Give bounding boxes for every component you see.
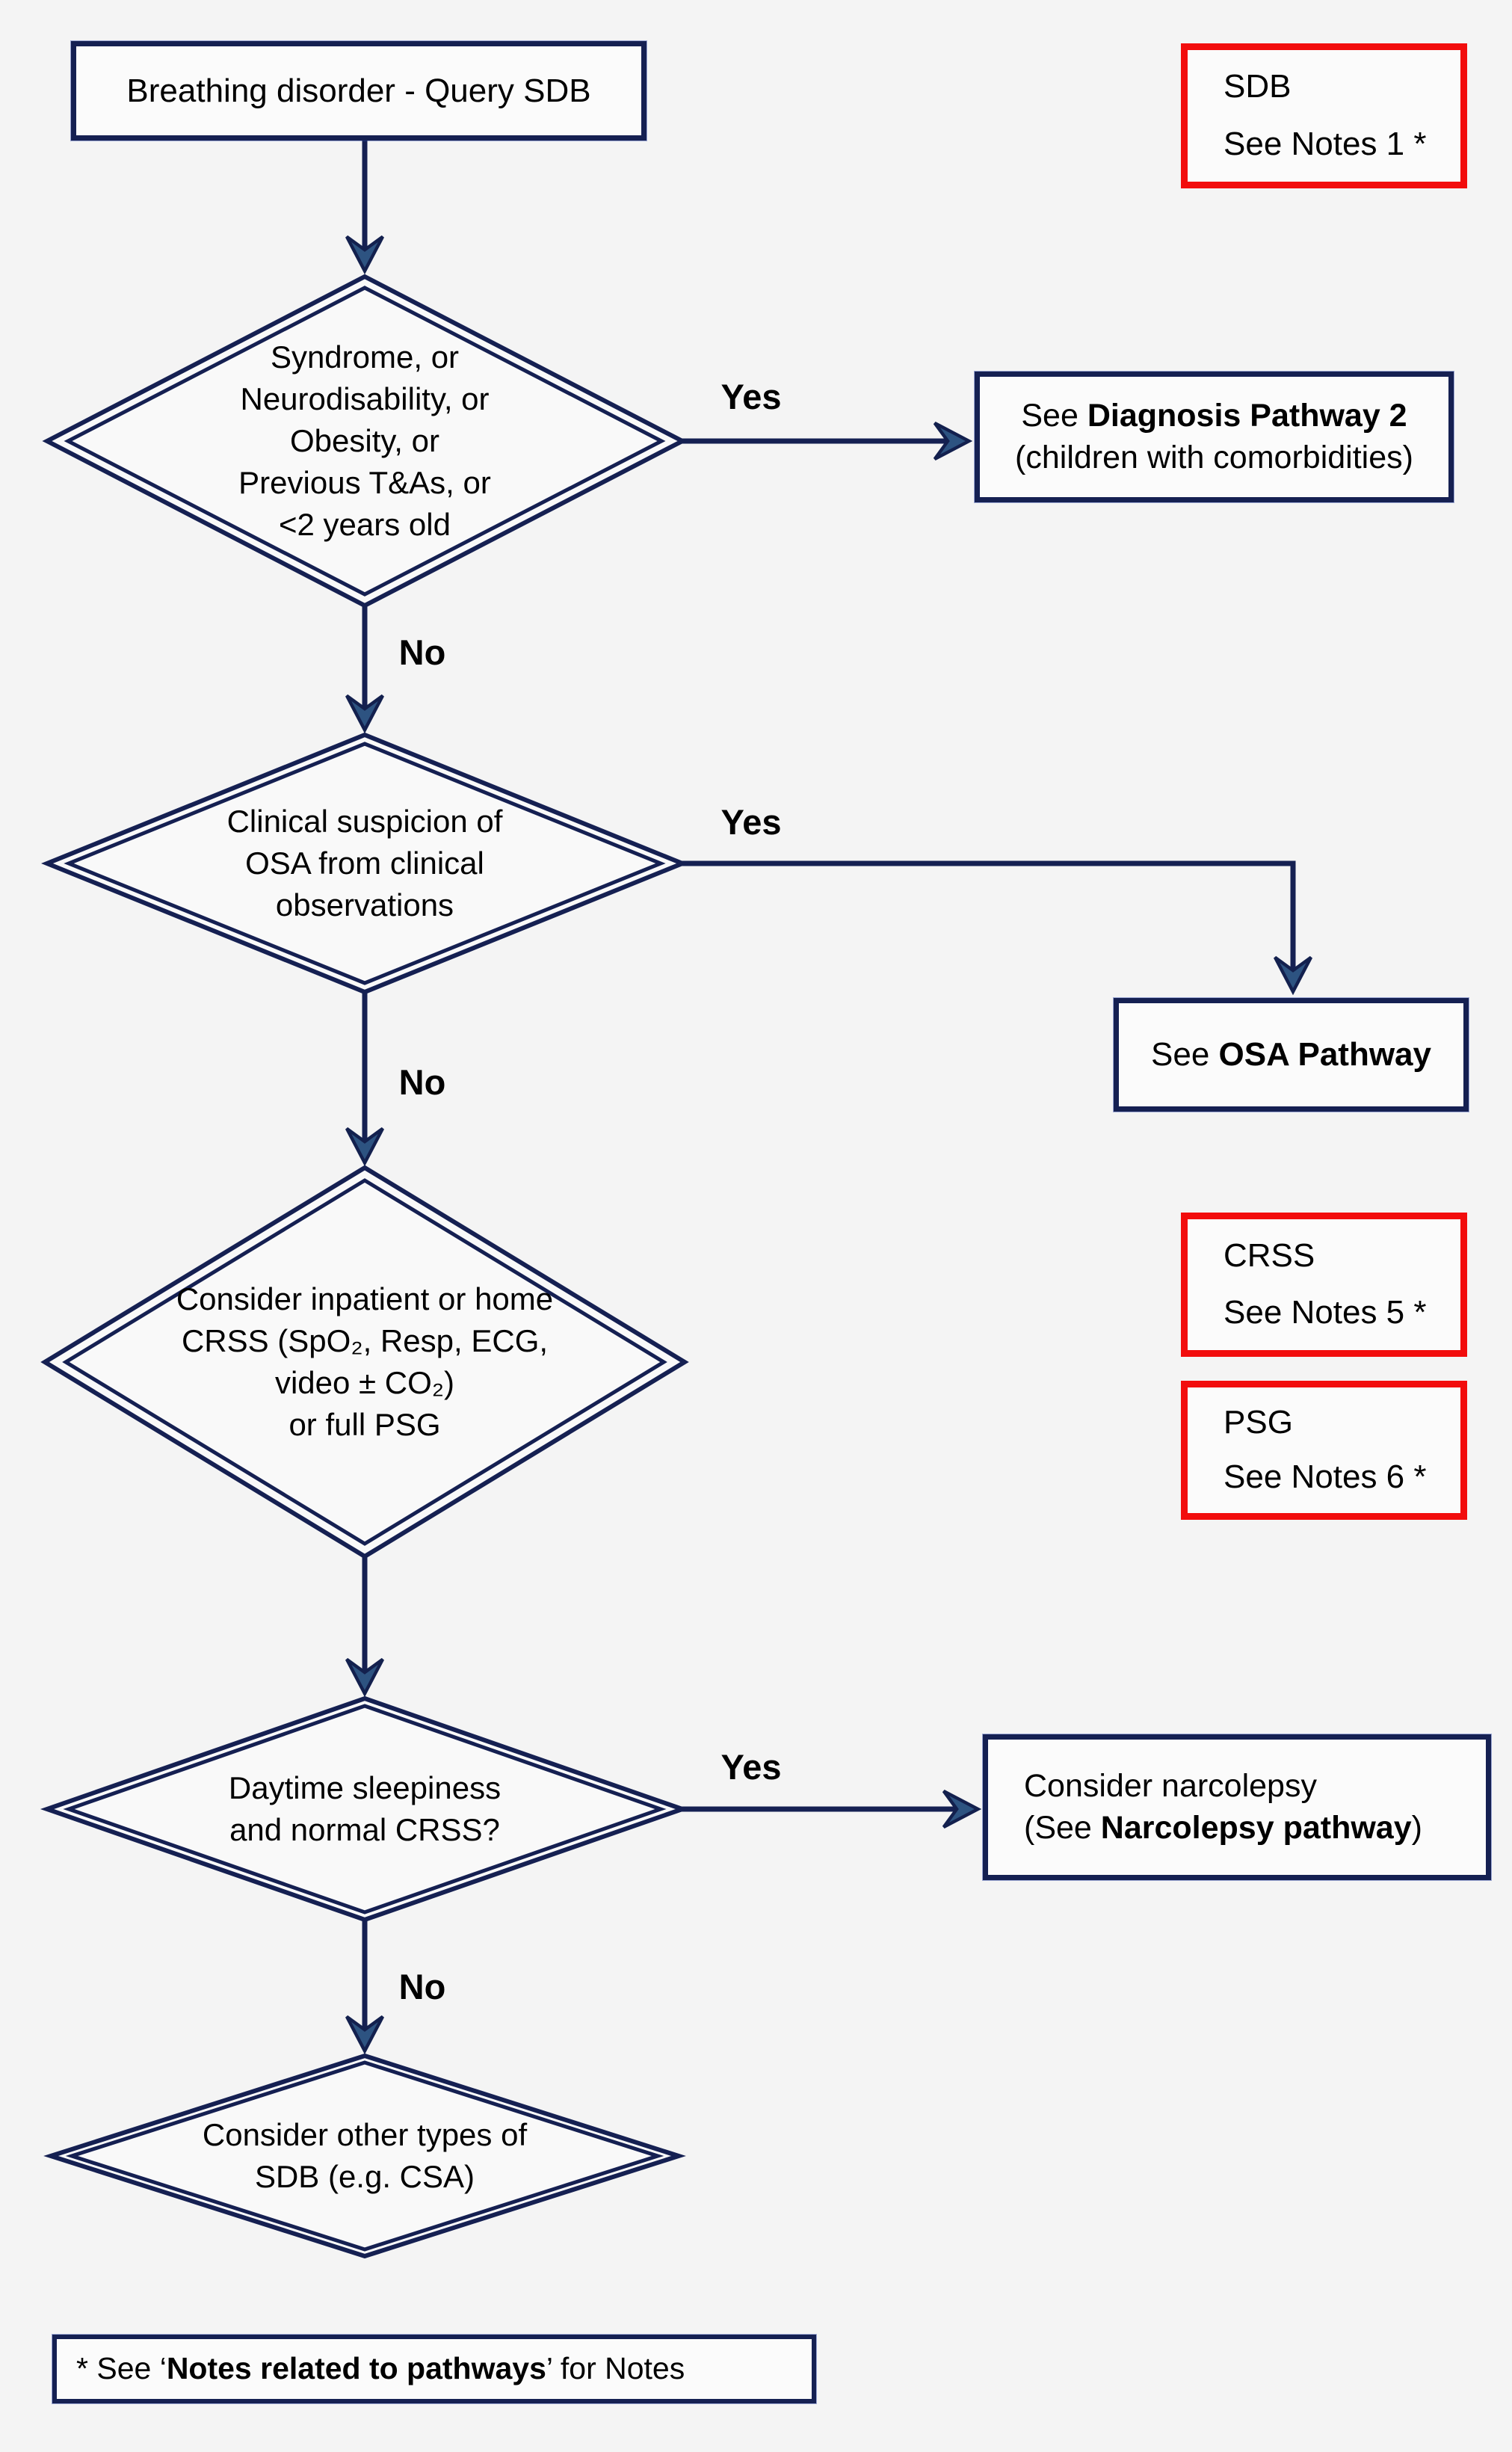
outcome-text-prefix: See (1151, 1036, 1219, 1073)
note-psg-text: See Notes 6 * (1224, 1458, 1427, 1496)
footnote-prefix: * See ‘ (76, 2351, 167, 2386)
note-crss-text: See Notes 5 * (1224, 1294, 1427, 1331)
edge-label-yes-3: Yes (720, 1747, 782, 1787)
decision-text: Daytime sleepiness and normal CRSS? (228, 1770, 502, 1847)
decision-diamond-daytime-sleepiness (40, 1695, 690, 1923)
outcome-box-osa-pathway: See OSA Pathway (1114, 998, 1469, 1112)
footnote-text: * See ‘Notes related to pathways’ for No… (76, 2349, 685, 2388)
outcome-box-narcolepsy: Consider narcolepsy (See Narcolepsy path… (983, 1734, 1491, 1880)
outcome-text-prefix: (See (1024, 1809, 1101, 1846)
edge-label-no-3: No (398, 1967, 446, 2006)
decision-text: Consider other types of SDB (e.g. CSA) (202, 2117, 528, 2194)
outcome-text-suffix: ) (1411, 1809, 1422, 1846)
outcome-text-prefix: See (1021, 397, 1087, 434)
outcome-box-diagnosis-pathway-2: See Diagnosis Pathway 2 (children with c… (975, 372, 1454, 502)
note-box-crss: CRSS See Notes 5 * (1181, 1213, 1467, 1357)
note-crss-title: CRSS (1224, 1237, 1315, 1275)
decision-diamond-other-sdb (43, 2053, 686, 2259)
footnote-bold: Notes related to pathways (166, 2351, 546, 2386)
decision-text-crss-psg: Consider inpatient or home CRSS (SpO₂, R… (103, 1220, 626, 1504)
decision-text: Consider inpatient or home CRSS (SpO₂, R… (176, 1281, 554, 1442)
decision-diamond-comorbidity (42, 274, 688, 609)
outcome-osa-text: See OSA Pathway (1151, 1033, 1431, 1076)
start-box-label: Breathing disorder - Query SDB (126, 72, 591, 109)
note-sdb-text: See Notes 1 * (1224, 125, 1427, 162)
note-box-psg: PSG See Notes 6 * (1181, 1381, 1467, 1520)
outcome-narcolepsy-text: Consider narcolepsy (See Narcolepsy path… (1024, 1766, 1422, 1849)
note-box-sdb: SDB See Notes 1 * (1181, 43, 1467, 188)
edge-label-no-1: No (398, 632, 446, 672)
outcome-diagnosis-text: See Diagnosis Pathway 2 (children with c… (1015, 395, 1413, 479)
outcome-text-line1: Consider narcolepsy (1024, 1767, 1317, 1804)
decision-text: Clinical suspicion of OSA from clinical … (226, 804, 503, 922)
decision-text-other-sdb: Consider other types of SDB (e.g. CSA) (141, 2089, 589, 2223)
footnote-suffix: ’ for Notes (546, 2351, 685, 2386)
outcome-text-bold: Diagnosis Pathway 2 (1087, 397, 1407, 434)
note-psg-title: PSG (1224, 1403, 1293, 1441)
arrow-d2-yes-elbow (682, 860, 1293, 987)
decision-text: Syndrome, or Neurodisability, or Obesity… (238, 339, 491, 542)
start-box: Breathing disorder - Query SDB (71, 41, 647, 141)
decision-diamond-crss-psg (40, 1165, 689, 1559)
decision-diamond-osa-suspicion (41, 732, 688, 995)
note-sdb-title: SDB (1224, 68, 1292, 105)
footnote-box: * See ‘Notes related to pathways’ for No… (52, 2335, 816, 2403)
outcome-text-bold: Narcolepsy pathway (1100, 1809, 1412, 1846)
decision-text-daytime-sleepiness: Daytime sleepiness and normal CRSS? (141, 1742, 589, 1876)
edge-label-yes-2: Yes (720, 802, 782, 842)
edge-label-yes-1: Yes (720, 377, 782, 416)
decision-text-comorbidity: Syndrome, or Neurodisability, or Obesity… (141, 299, 589, 583)
decision-text-osa-suspicion: Clinical suspicion of OSA from clinical … (141, 774, 589, 953)
outcome-text-bold: OSA Pathway (1218, 1036, 1431, 1073)
edge-label-no-2: No (398, 1062, 446, 1102)
outcome-text-line2: (children with comorbidities) (1015, 439, 1413, 475)
